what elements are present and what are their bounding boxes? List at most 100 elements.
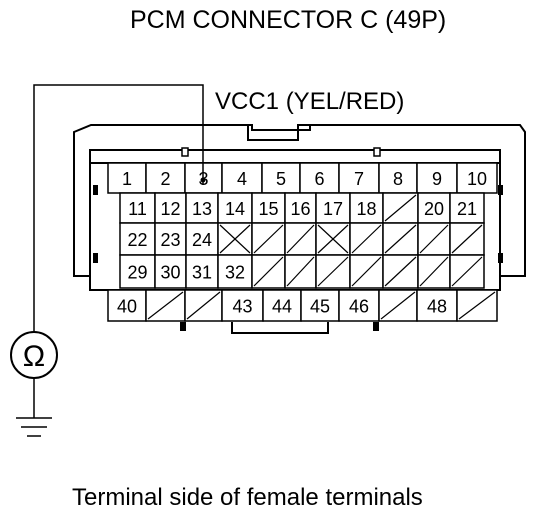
terminal-24: 24 xyxy=(185,222,219,256)
terminal-10: 10 xyxy=(456,162,498,194)
empty-slash xyxy=(384,194,417,222)
terminal-grid: 1234567891011121314151617182021222324293… xyxy=(107,162,498,322)
empty-slash xyxy=(351,224,382,254)
terminal-empty xyxy=(382,192,419,224)
terminal-number: 11 xyxy=(128,199,147,219)
terminal-cavity xyxy=(107,289,147,322)
terminal-empty xyxy=(284,254,317,289)
terminal-number: 10 xyxy=(467,169,487,189)
terminal-empty xyxy=(251,222,286,256)
terminal-cavity xyxy=(300,289,340,322)
terminal-empty xyxy=(456,289,498,322)
terminal-number: 31 xyxy=(192,263,212,283)
terminal-15: 15 xyxy=(251,192,286,224)
empty-slash xyxy=(451,256,483,287)
terminal-8: 8 xyxy=(378,162,418,194)
terminal-30: 30 xyxy=(154,254,187,289)
terminal-40: 40 xyxy=(107,289,147,322)
terminal-cavity xyxy=(185,192,219,224)
terminal-20: 20 xyxy=(417,192,451,224)
terminal-cavity xyxy=(154,254,187,289)
terminal-number: 15 xyxy=(258,199,278,219)
empty-slash xyxy=(384,224,417,254)
terminal-number: 16 xyxy=(290,199,310,219)
terminal-empty xyxy=(417,254,451,289)
terminal-number: 22 xyxy=(127,230,147,250)
empty-cross xyxy=(219,224,251,254)
terminal-number: 29 xyxy=(127,263,147,283)
terminal-32: 32 xyxy=(217,254,253,289)
terminal-48: 48 xyxy=(416,289,458,322)
terminal-number: 13 xyxy=(192,199,212,219)
terminal-44: 44 xyxy=(262,289,302,322)
terminal-cavity xyxy=(338,162,380,194)
terminal-22: 22 xyxy=(119,222,156,256)
terminal-empty xyxy=(315,254,351,289)
terminal-empty xyxy=(284,222,317,256)
terminal-18: 18 xyxy=(349,192,384,224)
empty-slash xyxy=(147,291,184,320)
terminal-cavity xyxy=(417,192,451,224)
empty-slash xyxy=(317,256,349,287)
terminal-number: 2 xyxy=(160,169,170,189)
terminal-number: 8 xyxy=(393,169,403,189)
terminal-6: 6 xyxy=(299,162,340,194)
terminal-number: 44 xyxy=(272,297,292,317)
terminal-cavity xyxy=(416,162,458,194)
terminal-number: 43 xyxy=(232,297,252,317)
terminal-number: 40 xyxy=(117,297,137,317)
terminal-number: 23 xyxy=(160,230,180,250)
terminal-empty xyxy=(449,222,485,256)
terminal-empty xyxy=(382,222,419,256)
empty-slash xyxy=(286,224,315,254)
terminal-cavity xyxy=(119,254,156,289)
empty-slash xyxy=(253,256,284,287)
terminal-empty xyxy=(349,222,384,256)
terminal-empty xyxy=(184,289,223,322)
terminal-31: 31 xyxy=(185,254,219,289)
housing-keys xyxy=(181,147,381,157)
empty-slash xyxy=(384,256,417,287)
terminal-empty xyxy=(449,254,485,289)
terminal-9: 9 xyxy=(416,162,458,194)
terminal-12: 12 xyxy=(154,192,187,224)
terminal-number: 45 xyxy=(310,297,330,317)
terminal-cavity xyxy=(217,254,253,289)
terminal-number: 14 xyxy=(225,199,245,219)
terminal-number: 20 xyxy=(424,199,444,219)
empty-slash xyxy=(351,256,382,287)
terminal-17: 17 xyxy=(315,192,351,224)
terminal-14: 14 xyxy=(217,192,253,224)
empty-slash xyxy=(451,224,483,254)
terminal-empty xyxy=(378,289,418,322)
terminal-11: 11 xyxy=(119,192,156,224)
caption: Terminal side of female terminals xyxy=(72,484,423,511)
terminal-empty xyxy=(417,222,451,256)
terminal-number: 12 xyxy=(160,199,180,219)
terminal-46: 46 xyxy=(338,289,380,322)
terminal-number: 48 xyxy=(427,297,447,317)
probe-tip xyxy=(200,177,206,183)
terminal-23: 23 xyxy=(154,222,187,256)
terminal-number: 30 xyxy=(160,263,180,283)
terminal-cavity xyxy=(154,192,187,224)
terminal-1: 1 xyxy=(107,162,147,194)
terminal-number: 4 xyxy=(237,169,247,189)
terminal-cavity xyxy=(284,192,317,224)
terminal-7: 7 xyxy=(338,162,380,194)
terminal-43: 43 xyxy=(221,289,264,322)
terminal-empty xyxy=(349,254,384,289)
empty-slash xyxy=(458,291,496,320)
terminal-number: 32 xyxy=(225,263,245,283)
terminal-number: 6 xyxy=(314,169,324,189)
terminal-number: 1 xyxy=(122,169,132,189)
terminal-cavity xyxy=(119,222,156,256)
ohmmeter-circuit xyxy=(10,84,204,437)
terminal-number: 5 xyxy=(276,169,286,189)
wire-label: VCC1 (YEL/RED) xyxy=(215,88,404,115)
terminal-5: 5 xyxy=(261,162,301,194)
terminal-cavity xyxy=(145,162,186,194)
terminal-45: 45 xyxy=(300,289,340,322)
terminal-cavity xyxy=(262,289,302,322)
